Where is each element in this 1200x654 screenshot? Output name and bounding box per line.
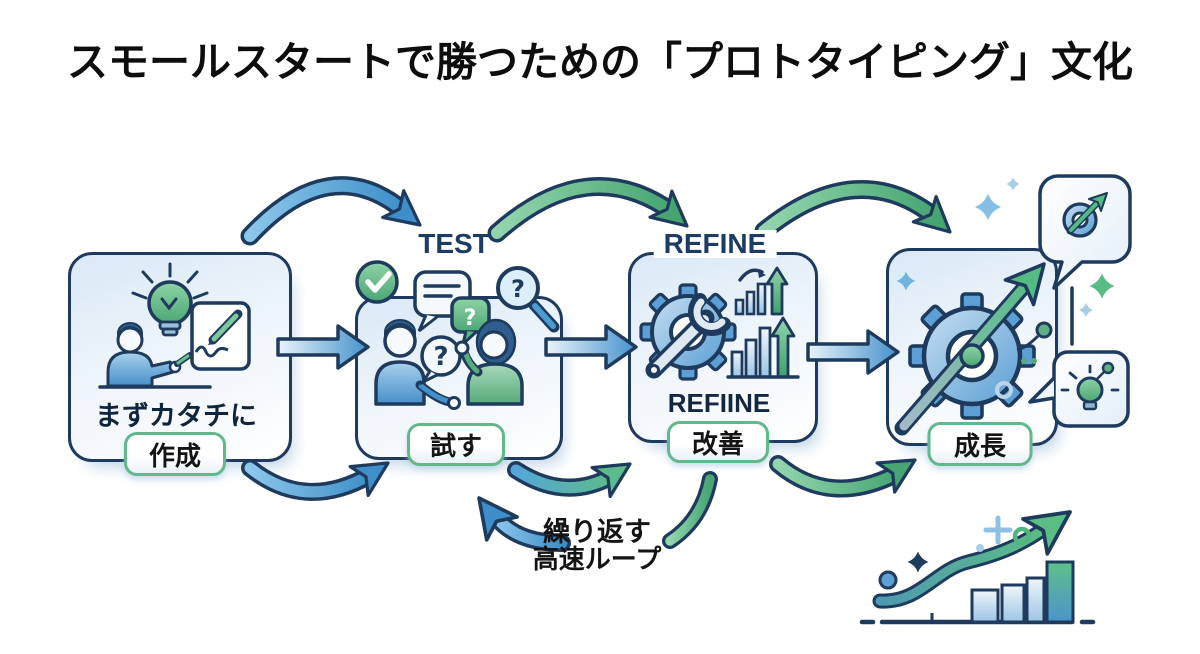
ring-icon	[1012, 526, 1032, 546]
loop-note-line2: 高速ループ	[532, 544, 662, 574]
sparkle-icon	[1006, 177, 1020, 191]
sparkle-icon	[1078, 302, 1094, 318]
dot-icon	[878, 570, 898, 590]
stage-caption-create: まずカタチに	[95, 401, 257, 431]
sparkle-icon	[907, 551, 929, 573]
arc-arrow-create-to-test	[240, 176, 433, 246]
badge-refine: 改善	[667, 421, 769, 463]
badge-create: 作成	[124, 432, 226, 476]
plus-icon	[983, 515, 1013, 545]
arc-arrow-refine-to-growth-bottom	[769, 443, 926, 498]
stage-label-refine: REFINE	[653, 230, 777, 258]
growth-chart-illustration	[859, 492, 1096, 625]
sparkle-icon	[974, 193, 1002, 221]
arc-arrow-refine-to-growth	[754, 179, 963, 247]
arrow-refine-to-growth	[806, 329, 900, 375]
badge-growth: 成長	[927, 422, 1033, 466]
loop-green-segment	[662, 471, 718, 549]
badge-test: 試す	[407, 423, 505, 466]
stage-label-test: TEST	[418, 228, 490, 259]
page-title: スモールスタートで勝つための「プロトタイピング」文化	[67, 39, 1133, 85]
stage-caption-refine: REFIINE	[667, 388, 771, 418]
stage-box-growth	[886, 248, 1058, 446]
dot-icon	[976, 544, 984, 552]
sparkle-icon	[1089, 273, 1115, 299]
